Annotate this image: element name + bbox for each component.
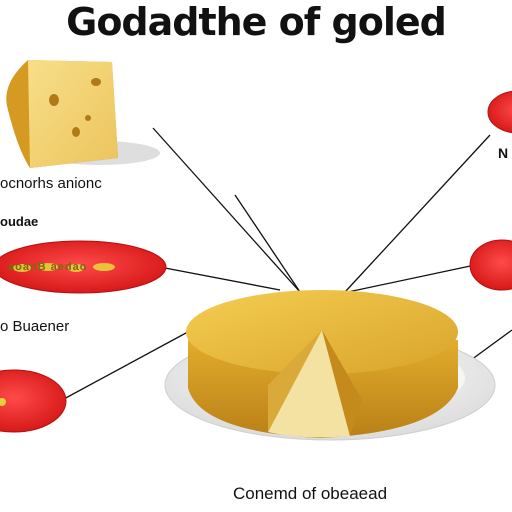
- connector-lines: [61, 127, 512, 401]
- bubble-text: aoanB aedao: [8, 261, 88, 273]
- label-left-bottom: o Buaener: [0, 318, 70, 335]
- red-bubble: [0, 369, 67, 433]
- red-bubbles: [0, 90, 512, 433]
- center-caption: Conemd of obeaead: [232, 484, 388, 503]
- label-right-top: N: [498, 145, 509, 161]
- red-bubble: [469, 239, 512, 291]
- cheese-wedge-illustration: [6, 60, 160, 168]
- connector-line: [347, 264, 476, 293]
- cheese-wheel-illustration: [164, 290, 496, 441]
- connector-line: [234, 194, 301, 293]
- diagram-title: Godadthe of goled: [66, 0, 447, 44]
- label-left-mid: oudae: [0, 214, 39, 229]
- connector-line: [344, 134, 491, 293]
- label-left-top: ocnorhs anionc: [0, 175, 102, 192]
- connector-line: [164, 267, 281, 291]
- red-bubble: [487, 90, 512, 134]
- connector-line: [152, 127, 301, 293]
- connector-line: [61, 319, 211, 401]
